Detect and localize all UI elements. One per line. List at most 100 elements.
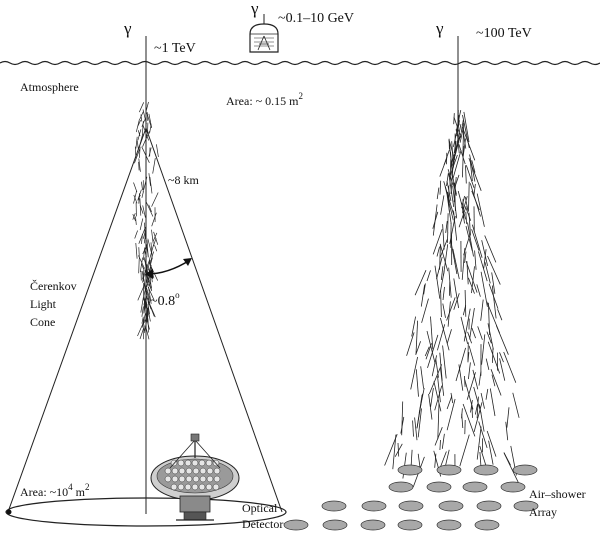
mirror-facet xyxy=(185,475,193,483)
shower-particle xyxy=(410,356,418,390)
shower-particle xyxy=(416,393,423,429)
shower-particle xyxy=(478,251,488,282)
array-label-line1: Air–shower xyxy=(529,487,586,501)
shower-particle xyxy=(433,381,442,412)
shower-particle xyxy=(453,121,460,147)
array-detector-tank xyxy=(361,500,387,512)
array-detector-tank xyxy=(283,519,309,531)
ground-area-arrow-tip xyxy=(6,509,12,515)
shower-particle xyxy=(478,421,488,449)
mirror-facet xyxy=(205,483,213,491)
shower-particle xyxy=(145,200,154,217)
shower-particle xyxy=(142,205,146,218)
shower-particle xyxy=(141,316,144,324)
shower-particle xyxy=(139,325,145,340)
shower-particle xyxy=(151,192,159,207)
mirror-facet xyxy=(198,483,206,491)
shower-particle xyxy=(451,172,457,195)
shower-height-label: ~8 km xyxy=(168,173,199,187)
shower-particle xyxy=(440,195,445,215)
shower-particle xyxy=(424,346,430,357)
shower-particle xyxy=(439,352,443,381)
shower-particle xyxy=(144,313,149,331)
array-detector-tank xyxy=(436,464,462,476)
mirror-facet xyxy=(191,459,199,467)
shower-particle xyxy=(428,364,443,395)
shower-particle xyxy=(492,348,494,363)
shower-particle xyxy=(463,111,470,143)
right-air-shower xyxy=(384,109,520,488)
shower-particle xyxy=(460,119,464,133)
shower-particle xyxy=(468,362,471,380)
shower-particle xyxy=(426,330,436,365)
shower-particle xyxy=(151,212,157,227)
shower-particle xyxy=(142,109,147,125)
left-gamma-energy: ~1 TeV xyxy=(154,41,196,56)
shower-particle xyxy=(499,358,506,381)
mirror-facet xyxy=(198,459,206,467)
shower-particle xyxy=(139,133,144,146)
shower-particle xyxy=(442,286,445,301)
shower-particle xyxy=(144,274,148,283)
shower-particle xyxy=(139,257,143,272)
shower-particle xyxy=(446,329,452,344)
shower-particle xyxy=(149,176,153,194)
shower-particle xyxy=(143,176,148,190)
shower-particle xyxy=(453,113,455,125)
mirror-facet xyxy=(192,467,200,475)
shower-particle xyxy=(417,408,422,438)
shower-particle xyxy=(453,210,458,241)
mirror-facet xyxy=(212,483,220,491)
shower-particle xyxy=(452,248,460,280)
shower-particle xyxy=(461,195,465,209)
cone-right-edge xyxy=(145,127,283,513)
shower-particle xyxy=(446,398,456,431)
shower-particle xyxy=(135,242,138,259)
array-detector-tank xyxy=(398,500,424,512)
shower-particle xyxy=(437,403,440,440)
shower-particle xyxy=(144,314,148,323)
shower-particle xyxy=(143,276,147,293)
ground-area-label: Area: ~104 m2 xyxy=(20,482,89,499)
shower-particle xyxy=(427,334,439,369)
shower-particle xyxy=(384,434,398,466)
shower-particle xyxy=(135,136,138,149)
shower-particle xyxy=(448,173,455,207)
mirror-facet xyxy=(185,467,193,475)
shower-particle xyxy=(469,183,481,217)
shower-particle xyxy=(487,341,501,374)
shower-particle xyxy=(476,426,482,460)
shower-particle xyxy=(141,181,143,191)
shower-particle xyxy=(466,372,476,400)
mirror-facet xyxy=(184,483,192,491)
shower-particle xyxy=(153,237,157,247)
cone-label-line3: Cone xyxy=(30,315,55,329)
shower-particle xyxy=(481,334,486,365)
shower-particle xyxy=(420,284,425,307)
shower-particle xyxy=(426,270,431,282)
shower-particle xyxy=(512,392,520,418)
shower-particle xyxy=(505,421,509,441)
shower-particle xyxy=(414,417,418,441)
shower-particle xyxy=(465,165,475,188)
satellite-area-label: Area: ~ 0.15 m2 xyxy=(226,91,303,108)
shower-particle xyxy=(434,427,443,446)
shower-particle xyxy=(459,434,470,467)
shower-particle xyxy=(497,309,503,321)
shower-particle xyxy=(442,224,445,250)
atmosphere-boundary-line xyxy=(0,60,600,66)
shower-particle xyxy=(491,285,497,319)
array-detector-tank xyxy=(462,481,488,493)
shower-particle xyxy=(491,272,496,294)
shower-particle xyxy=(480,299,484,321)
shower-particle xyxy=(434,453,437,468)
satellite-gamma-energy: ~0.1–10 GeV xyxy=(278,11,354,26)
shower-particle xyxy=(506,407,510,428)
shower-particle xyxy=(463,308,471,342)
shower-particle xyxy=(147,286,155,301)
mirror-facet xyxy=(199,467,207,475)
shower-particle xyxy=(139,205,144,214)
shower-particle xyxy=(468,181,470,212)
shower-particle xyxy=(450,240,458,275)
shower-particle xyxy=(146,240,149,258)
